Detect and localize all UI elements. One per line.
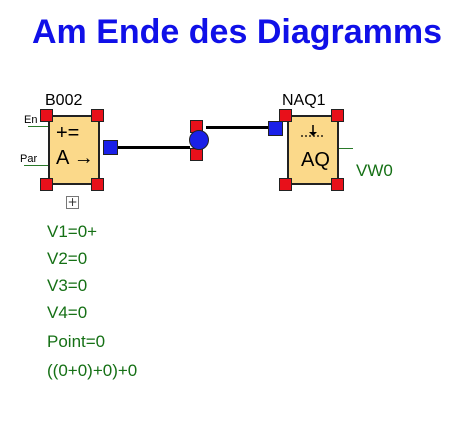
assign-arrow-symbol: A → <box>56 147 94 169</box>
param-formula: ((0+0)+0)+0 <box>47 361 138 380</box>
resize-handle-br[interactable] <box>331 178 344 191</box>
wire-segment-1[interactable] <box>118 146 190 149</box>
block-naq1-name: NAQ1 <box>282 92 326 109</box>
resize-handle-bl[interactable] <box>40 178 53 191</box>
output-port[interactable] <box>103 140 118 155</box>
input-port[interactable] <box>268 121 283 136</box>
block-b002-body[interactable] <box>48 115 100 185</box>
pin-en-label: En <box>24 114 38 126</box>
resize-handle-tl[interactable] <box>40 109 53 122</box>
param-v1: V1=0+ <box>47 222 98 241</box>
resize-handle-bl[interactable] <box>279 178 292 191</box>
output-pin-line <box>339 148 353 149</box>
wire-segment-2[interactable] <box>206 126 268 129</box>
pin-par-label: Par <box>20 153 38 165</box>
output-label: VW0 <box>356 161 393 180</box>
expand-icon[interactable]: + <box>66 195 79 209</box>
resize-handle-br[interactable] <box>91 178 104 191</box>
junction-circle[interactable] <box>189 130 209 150</box>
add-symbol: += <box>56 122 80 144</box>
param-v4: V4=0 <box>47 303 88 322</box>
resize-handle-tr[interactable] <box>331 109 344 122</box>
param-v2: V2=0 <box>47 249 88 268</box>
resize-handle-tr[interactable] <box>91 109 104 122</box>
analog-output-icon <box>301 125 325 137</box>
node-handle-bottom[interactable] <box>190 148 203 161</box>
resize-handle-tl[interactable] <box>279 109 292 122</box>
pin-par-line <box>24 165 48 166</box>
block-b002-name: B002 <box>45 92 83 109</box>
page-title: Am Ende des Diagramms <box>31 13 443 51</box>
pin-en-line <box>28 126 48 127</box>
aq-symbol: AQ <box>301 149 330 171</box>
param-point: Point=0 <box>47 332 106 351</box>
param-v3: V3=0 <box>47 276 88 295</box>
